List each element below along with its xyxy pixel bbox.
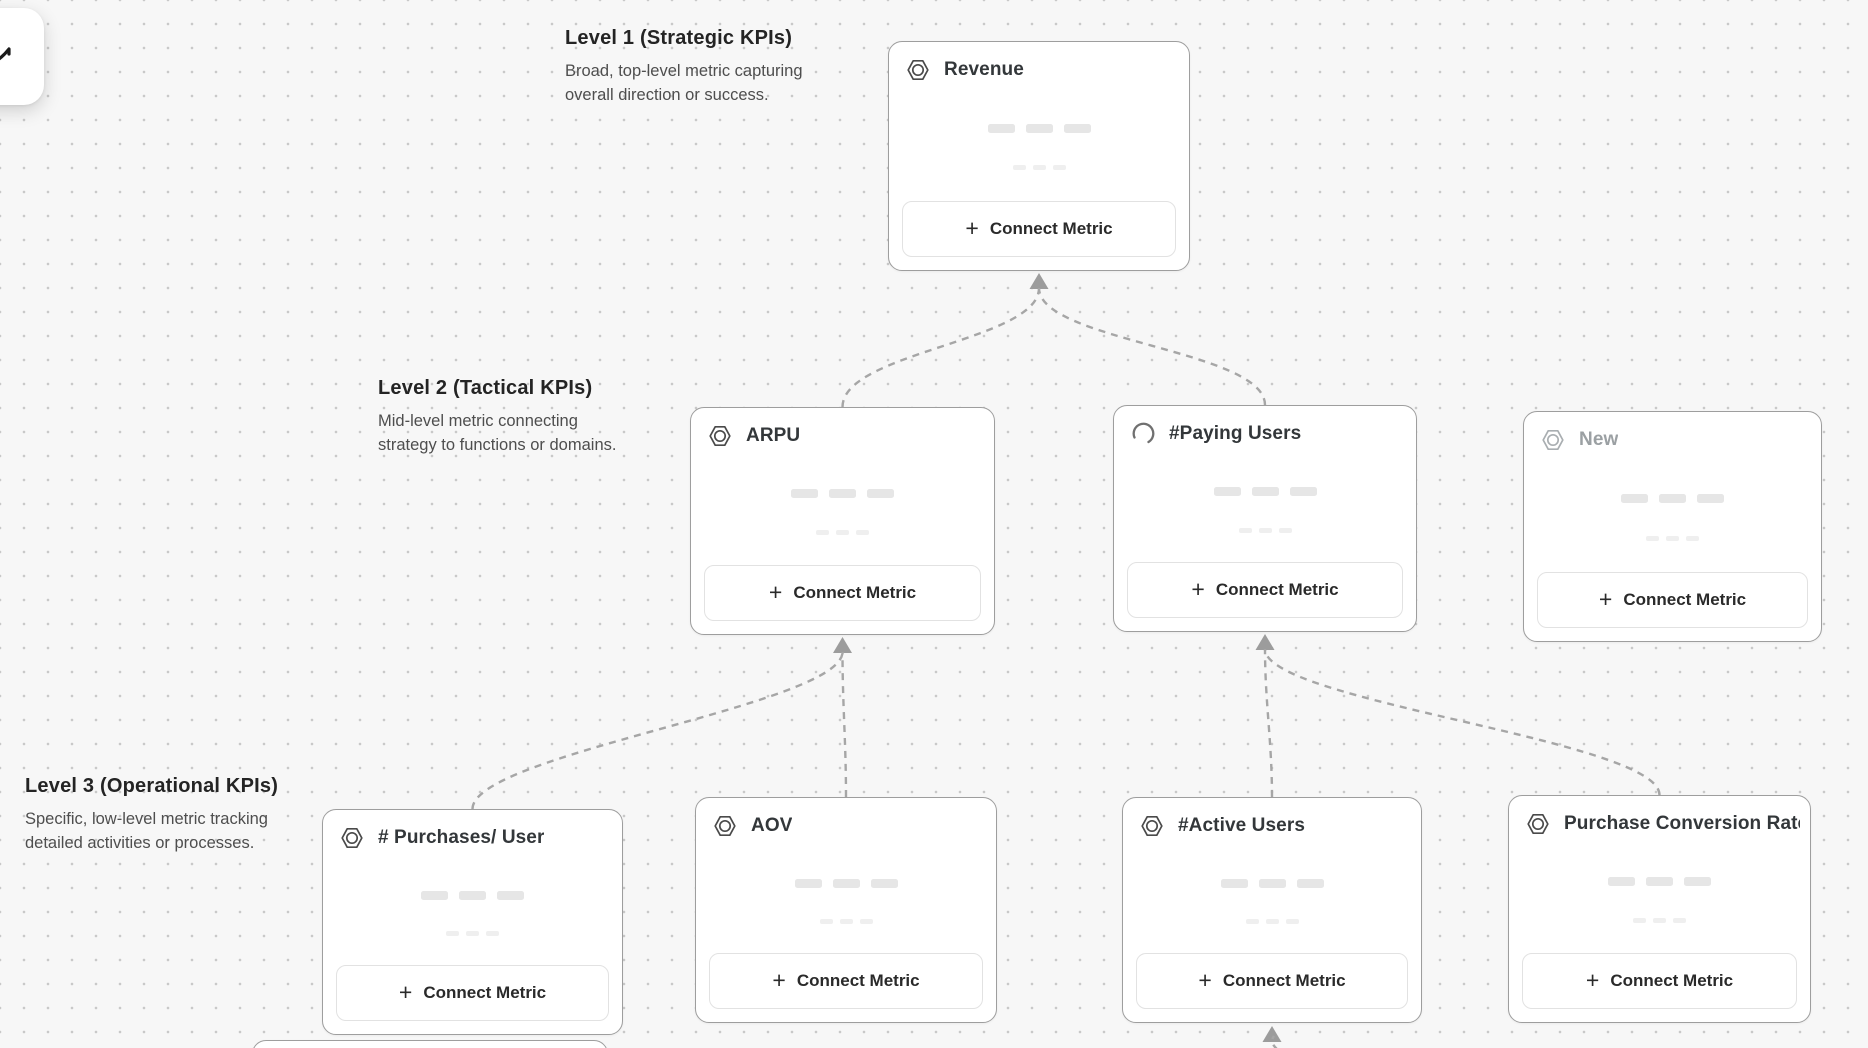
connect-metric-button[interactable]: + Connect Metric xyxy=(1522,953,1797,1009)
metric-card-partial-bottom[interactable] xyxy=(252,1040,608,1048)
metric-card-pcr[interactable]: Purchase Conversion Rate + Connect Metric xyxy=(1508,795,1811,1023)
card-header: #Active Users xyxy=(1139,813,1411,839)
connect-metric-button[interactable]: + Connect Metric xyxy=(336,965,609,1021)
level-3-label: Level 3 (Operational KPIs) Specific, low… xyxy=(25,775,278,856)
metric-skeleton-row xyxy=(323,890,622,900)
hexagon-metric-icon xyxy=(712,813,738,839)
connector-edge xyxy=(1270,1035,1278,1048)
cursor-icon xyxy=(0,44,15,69)
connect-metric-label: Connect Metric xyxy=(989,219,1113,238)
arrowhead-up-icon xyxy=(1029,273,1049,289)
hexagon-metric-icon xyxy=(1540,427,1566,453)
card-header: Revenue xyxy=(905,57,1179,83)
metric-skeleton-row xyxy=(1524,494,1821,504)
card-title: # Purchases/ User xyxy=(378,827,545,848)
connector-edge xyxy=(841,287,1041,408)
plus-icon: + xyxy=(772,966,786,993)
connector-edge xyxy=(1037,287,1267,406)
card-header: ARPU xyxy=(707,423,984,449)
spinner-icon xyxy=(1130,421,1156,447)
connect-metric-button[interactable]: + Connect Metric xyxy=(704,565,981,621)
plus-icon: + xyxy=(398,978,413,1005)
connect-metric-label: Connect Metric xyxy=(1610,971,1734,990)
level-3-description: Specific, low-level metric tracking deta… xyxy=(25,810,268,852)
metric-skeleton-row xyxy=(889,124,1189,134)
card-header: # Purchases/ User xyxy=(339,825,612,851)
level-3-title: Level 3 (Operational KPIs) xyxy=(25,775,279,797)
metric-card-arpu[interactable]: ARPU + Connect Metric xyxy=(690,407,995,635)
metric-skeleton-row xyxy=(1509,877,1810,887)
connect-metric-button[interactable]: + Connect Metric xyxy=(1127,562,1403,618)
hexagon-metric-icon xyxy=(339,825,365,851)
level-2-description: Mid-level metric connecting strategy to … xyxy=(378,412,617,454)
metric-skeleton-row xyxy=(1114,487,1416,496)
hexagon-metric-icon xyxy=(707,423,733,449)
metric-skeleton-row xyxy=(1524,535,1821,541)
card-title: New xyxy=(1579,429,1619,450)
connect-metric-label: Connect Metric xyxy=(1623,590,1747,609)
card-title: #Paying Users xyxy=(1169,423,1302,444)
card-title: Revenue xyxy=(944,59,1024,80)
metric-skeleton-row xyxy=(1114,527,1416,533)
level-1-title: Level 1 (Strategic KPIs) xyxy=(565,27,793,49)
connect-metric-label: Connect Metric xyxy=(793,583,917,602)
metric-card-aov[interactable]: AOV + Connect Metric xyxy=(695,797,997,1023)
card-header: AOV xyxy=(712,813,986,839)
level-2-label: Level 2 (Tactical KPIs) Mid-level metric… xyxy=(378,377,616,458)
level-1-description: Broad, top-level metric capturing overal… xyxy=(565,62,803,104)
metric-skeleton-row xyxy=(691,530,994,536)
connector-edge xyxy=(1263,648,1661,796)
card-title: ARPU xyxy=(746,425,801,446)
metric-skeleton-row xyxy=(691,489,994,499)
card-header: #Paying Users xyxy=(1130,421,1406,447)
metric-skeleton-row xyxy=(1509,918,1810,924)
connect-metric-label: Connect Metric xyxy=(423,983,547,1002)
connector-edge xyxy=(471,651,844,810)
card-title: #Active Users xyxy=(1178,815,1305,836)
metric-skeleton-row xyxy=(323,930,622,936)
connect-metric-button[interactable]: + Connect Metric xyxy=(1136,953,1408,1009)
metric-card-active-users[interactable]: #Active Users + Connect Metric xyxy=(1122,797,1422,1023)
connector-edge xyxy=(841,651,848,798)
connect-metric-label: Connect Metric xyxy=(1222,971,1346,990)
metric-card-revenue[interactable]: Revenue + Connect Metric xyxy=(888,41,1190,271)
toolbar-button[interactable] xyxy=(0,8,44,105)
card-header: New xyxy=(1540,427,1811,453)
plus-icon: + xyxy=(1585,966,1600,993)
connect-metric-label: Connect Metric xyxy=(1215,580,1339,599)
card-title: AOV xyxy=(751,815,793,836)
hexagon-metric-icon xyxy=(905,57,931,83)
level-1-label: Level 1 (Strategic KPIs) Broad, top-leve… xyxy=(565,27,803,108)
connect-metric-button[interactable]: + Connect Metric xyxy=(709,953,983,1009)
arrowhead-up-icon xyxy=(1262,1026,1282,1042)
connector-edge xyxy=(1263,648,1274,798)
arrowhead-up-icon xyxy=(1255,634,1275,650)
plus-icon: + xyxy=(965,214,979,241)
metric-skeleton-row xyxy=(696,918,996,924)
level-2-title: Level 2 (Tactical KPIs) xyxy=(378,377,593,399)
hexagon-metric-icon xyxy=(1525,811,1551,837)
plus-icon: + xyxy=(768,578,783,605)
plus-icon: + xyxy=(1598,585,1613,612)
card-title: Purchase Conversion Rate xyxy=(1564,813,1800,834)
metric-card-purchases-user[interactable]: # Purchases/ User + Connect Metric xyxy=(322,809,623,1035)
arrowhead-up-icon xyxy=(833,637,852,653)
metric-card-paying-users[interactable]: #Paying Users + Connect Metric xyxy=(1113,405,1417,632)
connect-metric-button[interactable]: + Connect Metric xyxy=(1537,572,1808,628)
metric-skeleton-row xyxy=(696,878,996,888)
metric-skeleton-row xyxy=(1123,878,1421,888)
metric-skeleton-row xyxy=(1123,918,1421,924)
hexagon-metric-icon xyxy=(1139,813,1165,839)
plus-icon: + xyxy=(1191,575,1205,602)
connect-metric-button[interactable]: + Connect Metric xyxy=(902,201,1176,257)
plus-icon: + xyxy=(1198,966,1212,993)
metric-skeleton-row xyxy=(889,165,1189,171)
metric-card-new[interactable]: New + Connect Metric xyxy=(1523,411,1822,642)
card-header: Purchase Conversion Rate xyxy=(1525,811,1800,837)
connect-metric-label: Connect Metric xyxy=(796,971,920,990)
